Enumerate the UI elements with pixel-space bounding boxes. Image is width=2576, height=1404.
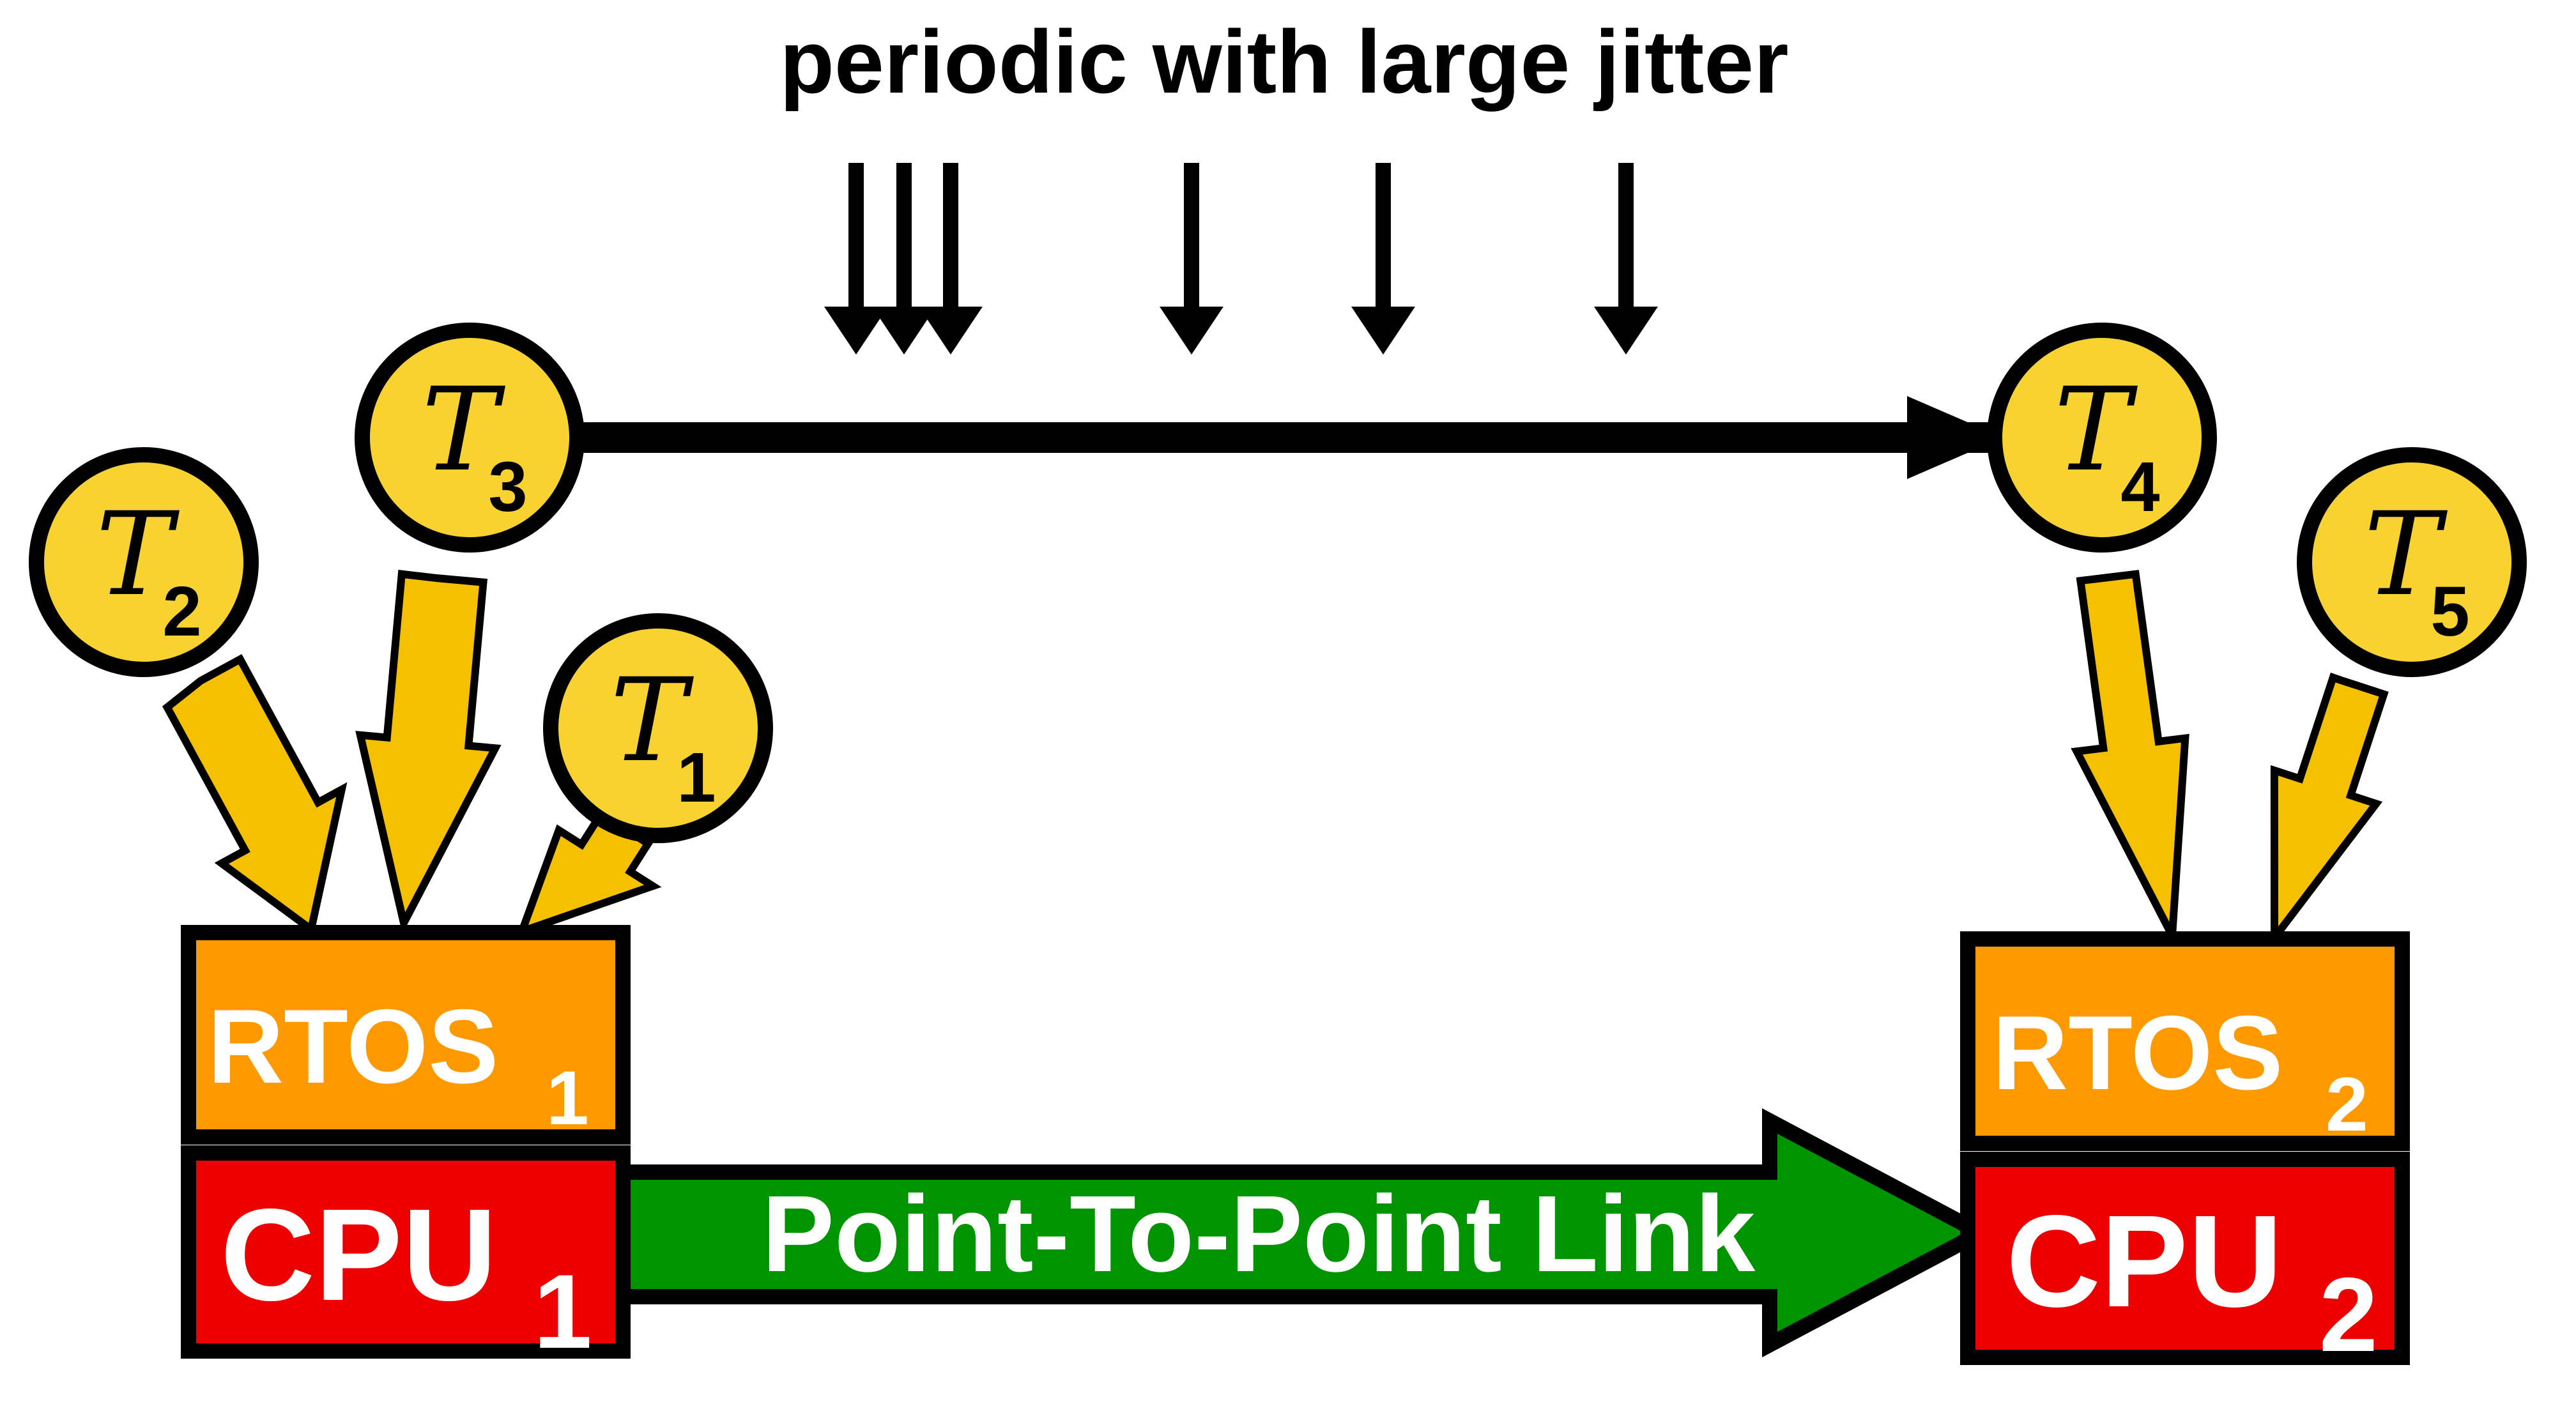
diagram-caption: periodic with large jitter: [779, 11, 1788, 112]
task-t1-subscript: 1: [677, 738, 716, 817]
down-arrow-icon: [1594, 163, 1658, 355]
task-t3-subscript: 3: [488, 448, 527, 526]
down-arrow-icon: [872, 163, 936, 355]
task-t5-subscript: 5: [2430, 572, 2469, 651]
cpu-1-label: CPU: [220, 1182, 497, 1328]
down-arrow-icon: [1351, 163, 1415, 355]
down-arrow-icon: [919, 163, 983, 355]
node-2: RTOS 2 CPU 2: [1960, 931, 2410, 1373]
task-t4: T 4: [1987, 323, 2217, 553]
assign-arrow-t5-rtos2: [2270, 673, 2389, 949]
task-t3: T 3: [355, 323, 585, 553]
task-t2-subscript: 2: [162, 572, 201, 651]
task-t5: T 5: [2297, 447, 2527, 677]
task-t3-symbol: T: [422, 363, 506, 497]
task-assignment-arrows: [162, 570, 2389, 950]
rtos-2-box: [1960, 931, 2410, 1151]
rtos-2-label: RTOS: [1992, 994, 2283, 1111]
event-arrows: [824, 163, 1658, 355]
cpu-2-box: [1960, 1152, 2410, 1365]
task-t2-symbol: T: [96, 488, 180, 622]
assign-arrow-t2-rtos1: [162, 653, 348, 936]
down-arrow-icon: [1160, 163, 1223, 355]
cpu-2-label: CPU: [2006, 1188, 2283, 1334]
task-t2: T 2: [29, 447, 259, 677]
link-label: Point-To-Point Link: [762, 1173, 1756, 1295]
task-t5-symbol: T: [2364, 488, 2448, 622]
down-arrow-icon: [824, 163, 888, 355]
point-to-point-link: Point-To-Point Link: [615, 1108, 1997, 1357]
link-arrow: [615, 1108, 1997, 1357]
rtos-1-subscript: 1: [546, 1055, 589, 1141]
task-t4-symbol: T: [2054, 363, 2138, 497]
node-1: RTOS 1 CPU 1: [181, 925, 631, 1370]
cpu-1-subscript: 1: [533, 1253, 592, 1370]
task-t1-symbol: T: [610, 654, 694, 788]
rtos-1-label: RTOS: [208, 988, 498, 1105]
cpu-2-subscript: 2: [2319, 1256, 2378, 1373]
rtos-2-subscript: 2: [2326, 1062, 2368, 1147]
rtos-1-box: [181, 925, 631, 1145]
task-t4-subscript: 4: [2120, 448, 2159, 526]
task-t1: T 1: [543, 613, 773, 843]
assign-arrow-t3-rtos1: [355, 570, 502, 935]
cpu-1-box: [181, 1145, 631, 1359]
assign-arrow-t4-rtos2: [2071, 570, 2189, 950]
